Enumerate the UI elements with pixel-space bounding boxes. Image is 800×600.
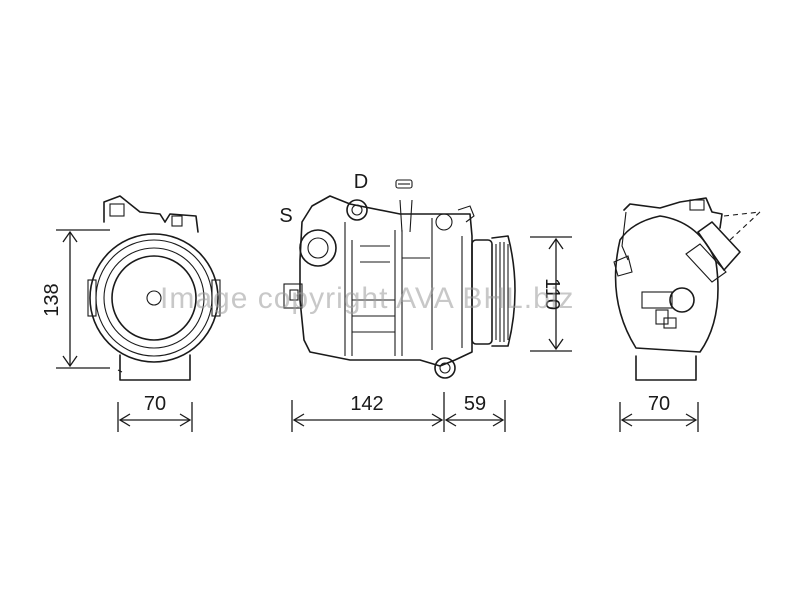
dim-left-width-label: 70 — [144, 393, 166, 415]
dim-side-height-label: 110 — [541, 278, 563, 310]
suction-port-label: S — [279, 205, 292, 227]
dim-pulley-length-label: 59 — [464, 393, 486, 415]
dim-side-height — [530, 236, 572, 352]
dim-side-length — [291, 392, 506, 432]
dim-right-width — [619, 402, 699, 432]
rear-view — [613, 197, 761, 381]
dim-left-height-label: 138 — [41, 283, 63, 316]
dim-side-length-label: 142 — [350, 393, 383, 415]
watermark: Image copyright AVA BHL.biz — [160, 282, 574, 315]
front-view — [87, 195, 221, 381]
discharge-port-label: D — [354, 171, 368, 193]
dim-left-height — [56, 229, 110, 369]
side-view — [283, 179, 516, 379]
dim-right-width-label: 70 — [648, 393, 670, 415]
dim-left-width — [117, 402, 193, 432]
